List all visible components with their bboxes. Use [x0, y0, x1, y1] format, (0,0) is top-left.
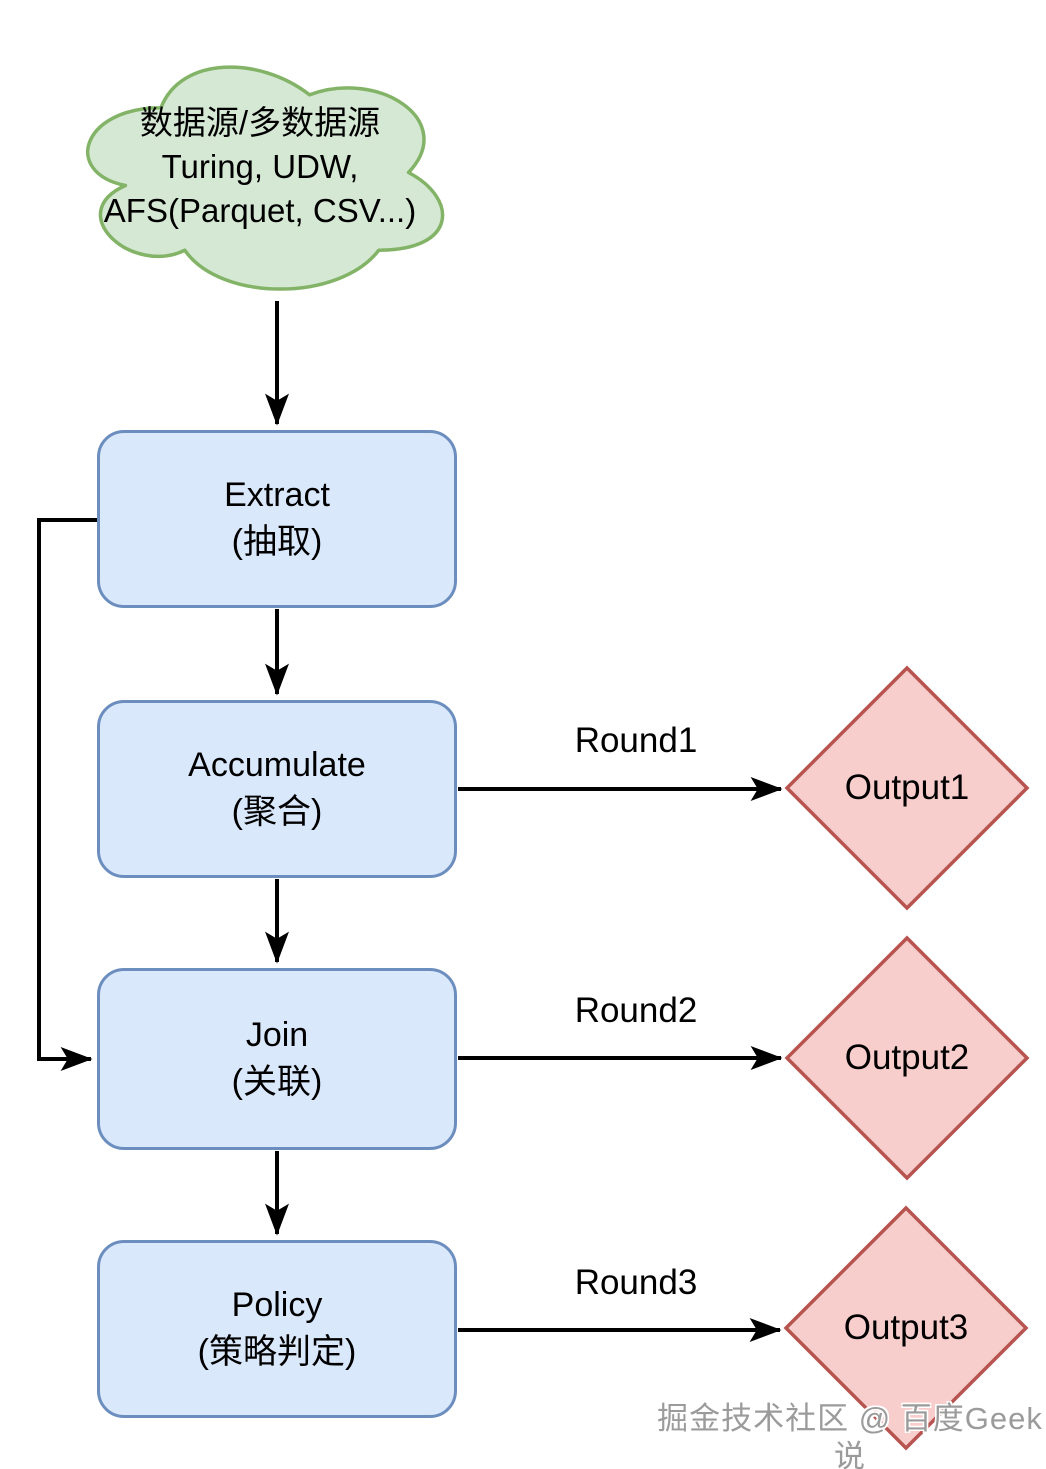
node-join-title: Join: [245, 1016, 309, 1054]
output1-label: Output1: [844, 768, 970, 807]
node-extract-title: Extract: [224, 476, 330, 514]
watermark: 掘金技术社区 @ 百度Geek说: [657, 1401, 1043, 1469]
data-source-cloud-label: 数据源/多数据源 Turing, UDW, AFS(Parquet, CSV..…: [62, 101, 458, 233]
edge-label-round1: Round1: [574, 721, 698, 760]
output3-label: Output3: [843, 1308, 969, 1347]
cloud-line-1: 数据源/多数据源: [139, 104, 381, 141]
node-accumulate-subtitle: (聚合): [231, 793, 323, 831]
node-extract-subtitle: (抽取): [231, 523, 323, 561]
node-policy-subtitle: (策略判定): [197, 1333, 357, 1371]
cloud-line-2: Turing, UDW,: [161, 148, 359, 185]
output1-diamond-shape: [784, 665, 1030, 911]
output2-label: Output2: [844, 1038, 970, 1077]
output2-diamond-shape: [784, 935, 1030, 1181]
edge-label-round3: Round3: [574, 1263, 698, 1302]
node-accumulate: Accumulate (聚合): [97, 700, 457, 878]
output3-diamond-shape: [783, 1205, 1029, 1451]
edge-label-round2: Round2: [574, 991, 698, 1030]
node-extract: Extract (抽取): [97, 430, 457, 608]
node-join-subtitle: (关联): [231, 1063, 323, 1101]
node-policy-title: Policy: [231, 1286, 323, 1324]
node-policy: Policy (策略判定): [97, 1240, 457, 1418]
node-accumulate-title: Accumulate: [188, 746, 366, 784]
arrow-extract-feedback-to-join: [37, 518, 97, 1071]
node-join: Join (关联): [97, 968, 457, 1150]
data-source-cloud-shape: [85, 65, 445, 291]
cloud-line-3: AFS(Parquet, CSV...): [103, 192, 417, 229]
